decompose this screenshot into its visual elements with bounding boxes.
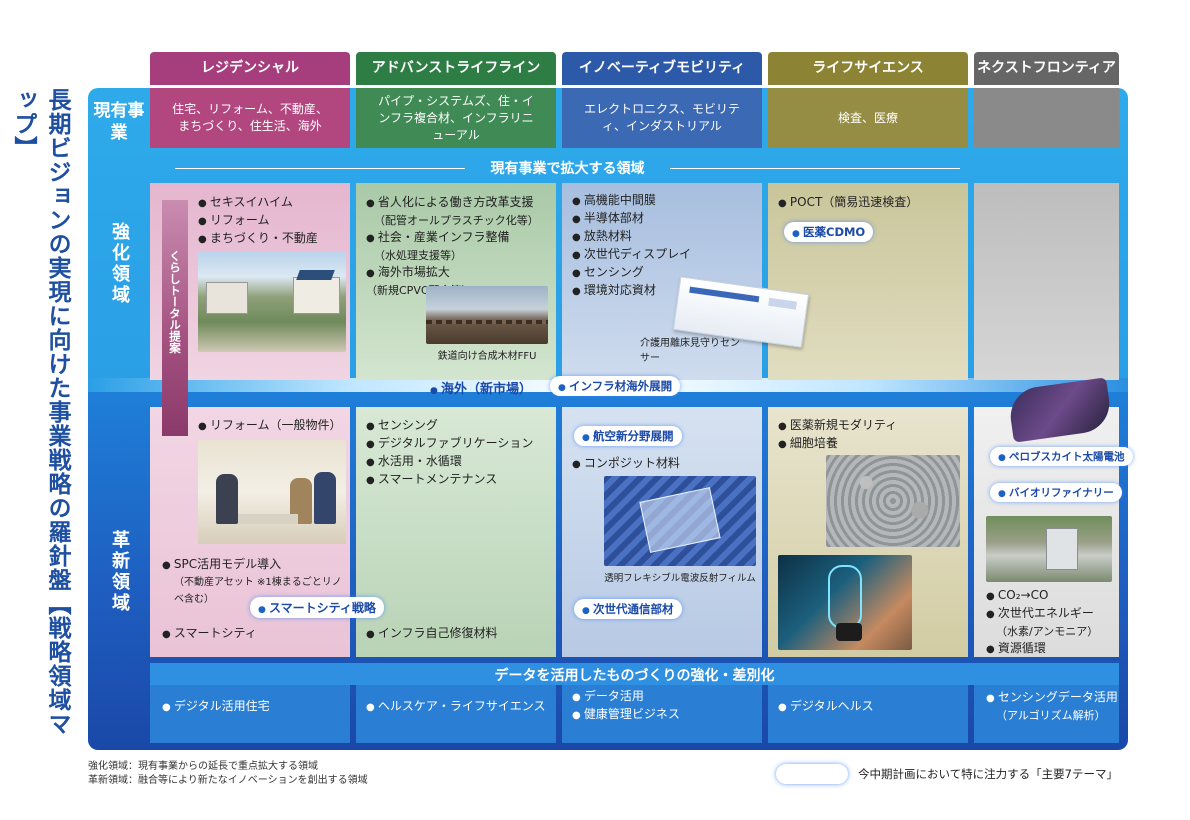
railway-caption: 鉄道向け合成木材FFU <box>426 347 548 362</box>
row-label-innovation: 革新領域 <box>106 530 132 640</box>
innovation-lifescience-list: 医薬新規モダリティ 細胞培養 <box>778 417 897 453</box>
column-header-mobility: イノベーティブモビリティ <box>562 52 762 85</box>
list-item: 省人化による働き方改革支援 <box>366 194 551 212</box>
list-item: センシング <box>572 264 691 282</box>
watch-shape <box>836 623 862 641</box>
plant-photo <box>986 516 1112 582</box>
strengthen-residential-list: セキスイハイム リフォーム まちづくり・不動産 <box>198 194 318 248</box>
list-item: スマートメンテナンス <box>366 471 533 489</box>
film-caption: 透明フレキシブル電波反射フィルム <box>598 570 762 584</box>
pill-aviation: 航空新分野展開 <box>574 426 682 446</box>
row-label-current: 現有事業 <box>92 100 146 144</box>
innovation-self-repair: インフラ自己修復材料 <box>366 625 498 643</box>
reform-photo <box>198 440 346 544</box>
data-lifeline: ヘルスケア・ライフサイエンス <box>366 698 546 716</box>
data-residential: デジタル活用住宅 <box>162 698 270 716</box>
list-item: リフォーム（一般物件） <box>198 417 342 435</box>
solar-panel-shape <box>296 270 335 280</box>
list-item: POCT（簡易迅速検査） <box>778 194 918 212</box>
person-shape <box>216 474 238 524</box>
expansion-banner: 現有事業で拡大する領域 <box>465 158 670 178</box>
current-lifeline: パイプ・システムズ、住・インフラ複合材、インフラリニューアル <box>356 88 556 148</box>
data-frontier: センシングデータ活用 （アルゴリズム解析） <box>986 689 1118 724</box>
film-shape <box>639 487 720 553</box>
housing-photo <box>198 252 346 352</box>
pill-next-gen-comm: 次世代通信部材 <box>574 599 682 619</box>
pill-infra-overseas: インフラ材海外展開 <box>550 376 680 396</box>
list-item: 次世代エネルギー <box>986 605 1116 623</box>
list-item: 高機能中間膜 <box>572 192 691 210</box>
list-item: 医薬新規モダリティ <box>778 417 897 435</box>
table-shape <box>238 514 298 524</box>
list-item: まちづくり・不動産 <box>198 230 318 248</box>
pill-cdmo: 医薬CDMO <box>784 222 873 242</box>
page-title: 長期ビジョンの実現に向けた事業戦略の羅針盤【戦略領域マップ】 <box>40 88 74 748</box>
innovation-mobility-list: コンポジット材料 <box>572 455 680 473</box>
vertical-proposal-label: くらしトータル提案 <box>162 250 188 380</box>
radar-absorber-photo <box>604 476 756 566</box>
list-item: CO₂→CO <box>986 587 1116 605</box>
list-item: 半導体部材 <box>572 210 691 228</box>
list-item: 次世代ディスプレイ <box>572 246 691 264</box>
data-lifescience: デジタルヘルス <box>778 698 874 716</box>
pill-perovskite: ペロブスカイト太陽電池 <box>990 447 1133 466</box>
strengthen-frontier-cell <box>974 183 1119 380</box>
list-item: デジタルファブリケーション <box>366 435 533 453</box>
sensor-caption: 介護用離床見守りセンサー <box>640 334 740 364</box>
data-banner: データを活用したものづくりの強化・差別化 <box>150 665 1119 685</box>
strengthen-lifeline-list: 省人化による働き方改革支援 （配管オールプラスチック化等） 社会・産業インフラ整… <box>366 194 551 299</box>
person-shape <box>314 472 336 524</box>
list-item: リフォーム <box>198 212 318 230</box>
list-item: 放熱材料 <box>572 228 691 246</box>
strengthen-lifescience-list: POCT（簡易迅速検査） <box>778 194 918 212</box>
column-header-lifeline: アドバンストライフライン <box>356 52 556 85</box>
house-shape <box>206 282 248 314</box>
list-item: センシング <box>366 417 533 435</box>
banner-line-left <box>175 168 465 169</box>
strengthen-lifescience-cell <box>768 183 968 380</box>
footnotes: 強化領域：現有事業からの延長で重点拡大する領域 革新領域：融合等により新たなイノ… <box>88 760 368 788</box>
innovation-residential-list: リフォーム（一般物件） <box>198 417 342 435</box>
hologram-shape <box>828 565 862 629</box>
innovation-smart-city: スマートシティ <box>162 625 257 643</box>
column-header-lifescience: ライフサイエンス <box>768 52 968 85</box>
house-shape <box>293 277 340 314</box>
list-item: 水活用・水循環 <box>366 453 533 471</box>
innovation-frontier-list: CO₂→CO 次世代エネルギー （水素/アンモニア） 資源循環 <box>986 587 1116 658</box>
sensor-stripe <box>689 287 759 303</box>
digital-health-photo <box>778 555 912 650</box>
current-residential: 住宅、リフォーム、不動産、まちづくり、住生活、海外 <box>150 88 350 148</box>
legend-pill-sample <box>776 764 848 784</box>
legend-text: 今中期計画において特に注力する「主要7テーマ」 <box>858 766 1118 782</box>
strengthen-mobility-list: 高機能中間膜 半導体部材 放熱材料 次世代ディスプレイ センシング 環境対応資材 <box>572 192 691 300</box>
data-mobility: データ活用 健康管理ビジネス <box>572 688 680 724</box>
list-item: 資源循環 <box>986 640 1116 658</box>
list-item: 細胞培養 <box>778 435 897 453</box>
overseas-label: ● 海外（新市場） <box>430 378 532 397</box>
list-item: 環境対応資材 <box>572 282 691 300</box>
plant-building <box>1046 528 1078 570</box>
list-item: 社会・産業インフラ整備 <box>366 229 551 247</box>
current-mobility: エレクトロニクス、モビリティ、インダストリアル <box>562 88 762 148</box>
railway-photo <box>426 286 548 344</box>
column-header-residential: レジデンシャル <box>150 52 350 85</box>
row-label-strengthen: 強化領域 <box>106 222 132 332</box>
banner-line-right <box>670 168 960 169</box>
cell-culture-photo <box>826 455 960 547</box>
rail-ties <box>426 320 548 324</box>
list-item: コンポジット材料 <box>572 455 680 473</box>
current-lifescience: 検査、医療 <box>768 88 968 148</box>
pill-smart-city-strategy: スマートシティ戦略 <box>250 597 384 618</box>
innovation-lifeline-list: センシング デジタルファブリケーション 水活用・水循環 スマートメンテナンス <box>366 417 533 489</box>
list-item: セキスイハイム <box>198 194 318 212</box>
pill-biorefinery: バイオリファイナリー <box>990 483 1122 502</box>
column-header-frontier: ネクストフロンティア <box>974 52 1119 85</box>
current-frontier <box>974 88 1119 148</box>
sensor-tag <box>768 298 797 310</box>
